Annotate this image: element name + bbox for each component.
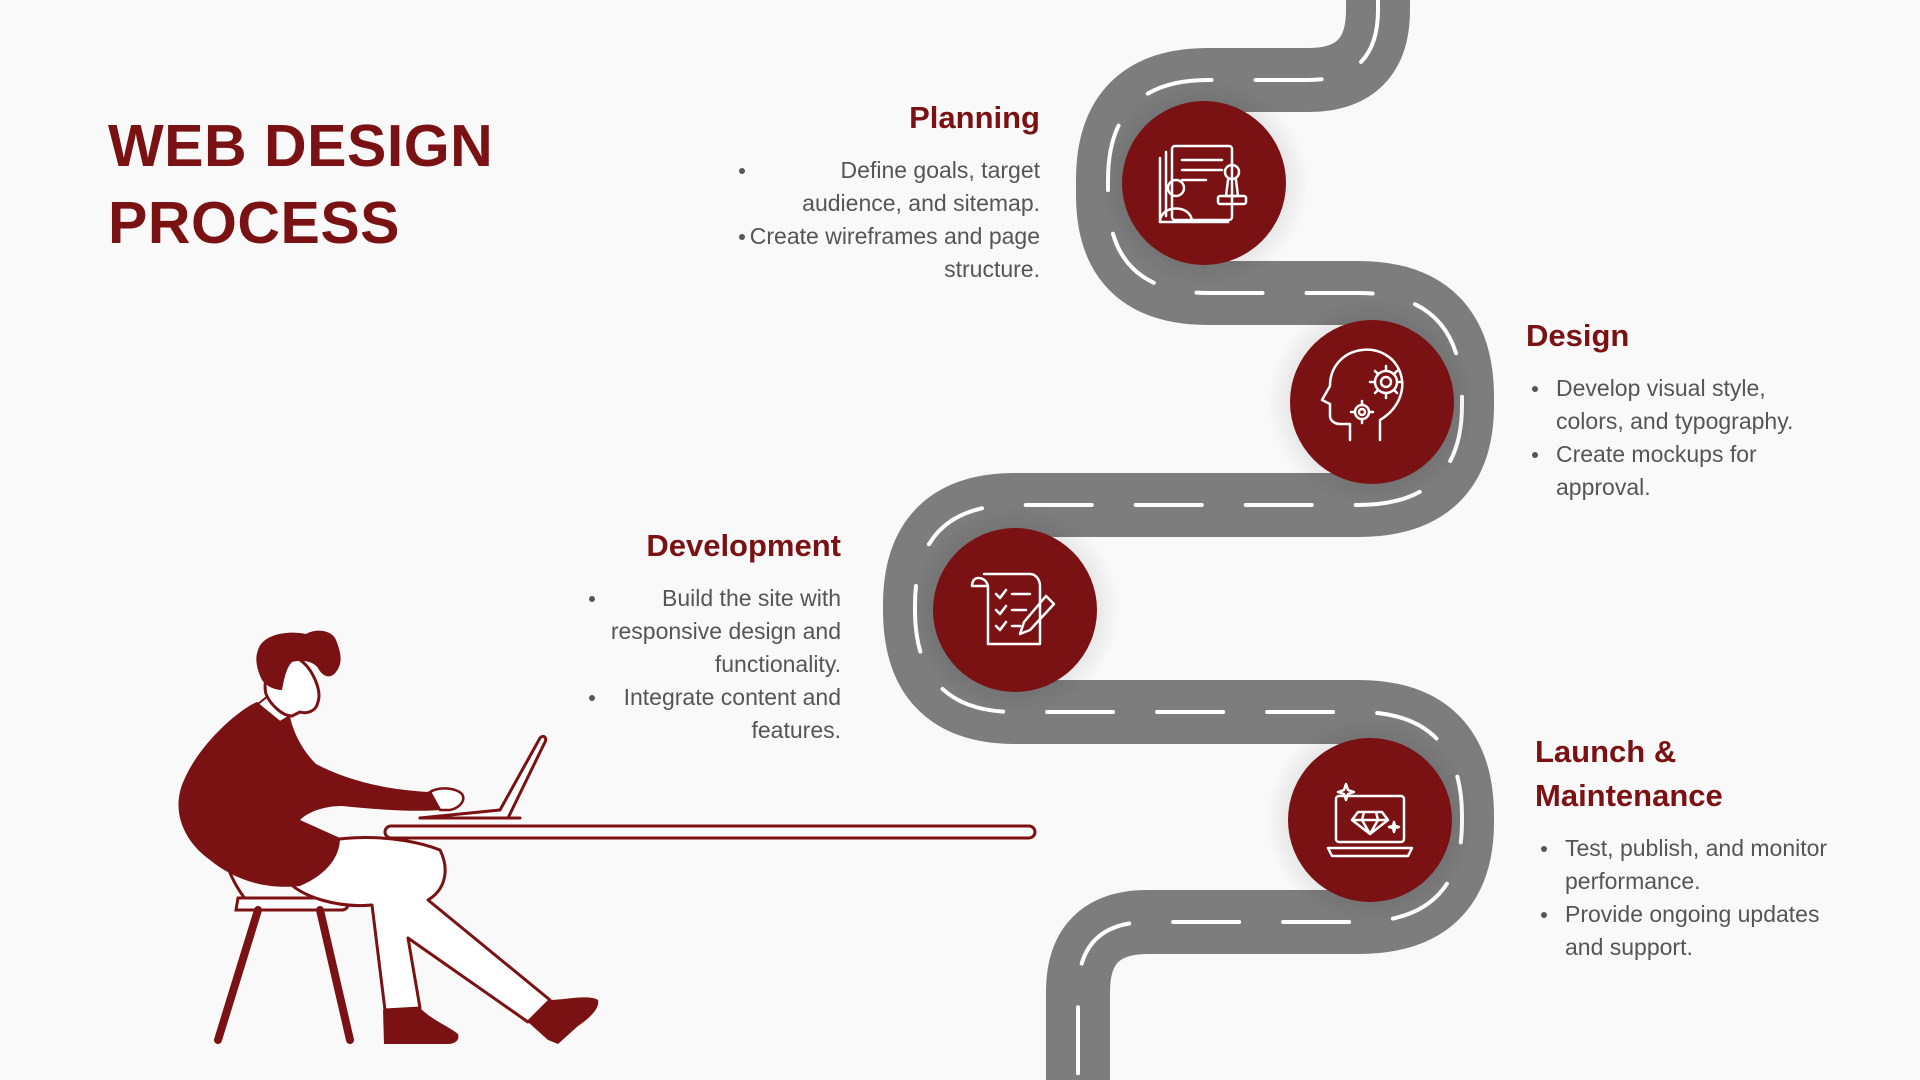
step-marker-development — [911, 506, 1119, 714]
title-line-1: WEB DESIGN — [108, 113, 494, 179]
checklist-with-pencil-icon — [970, 572, 1056, 646]
step-marker-planning — [1100, 79, 1308, 287]
list-item: Create wireframes and page structure. — [739, 220, 1040, 286]
title-line-2: PROCESS — [108, 190, 401, 256]
list-item: Test, publish, and monitor performance. — [1535, 832, 1855, 898]
step-bullets: Build the site with responsive design an… — [576, 582, 841, 747]
step-bullets: Test, publish, and monitor performance. … — [1535, 832, 1855, 964]
planning-document-person-icon — [1158, 144, 1248, 224]
page-title: WEB DESIGN PROCESS — [108, 108, 708, 262]
step-marker-launch — [1266, 716, 1474, 924]
head-with-gears-icon — [1320, 348, 1404, 442]
list-item: Define goals, target audience, and sitem… — [739, 154, 1040, 220]
step-development: Development Build the site with responsi… — [576, 524, 841, 747]
list-item: Develop visual style, colors, and typogr… — [1526, 372, 1826, 438]
list-item: Integrate content and features. — [576, 681, 841, 747]
step-design: Design Develop visual style, colors, and… — [1526, 314, 1826, 504]
list-item: Build the site with responsive design an… — [576, 582, 841, 681]
step-launch-maintenance: Launch & Maintenance Test, publish, and … — [1535, 730, 1855, 964]
step-planning: Planning Define goals, target audience, … — [739, 96, 1040, 286]
step-title: Development — [646, 528, 841, 563]
step-title: Launch & Maintenance — [1535, 734, 1723, 813]
step-title: Planning — [909, 100, 1040, 135]
list-item: Provide ongoing updates and support. — [1535, 898, 1855, 964]
step-marker-design — [1268, 298, 1476, 506]
desk — [383, 824, 1037, 840]
step-bullets: Define goals, target audience, and sitem… — [739, 154, 1040, 286]
person-with-laptop — [178, 630, 599, 1044]
step-title: Design — [1526, 318, 1630, 353]
laptop-with-diamond-icon — [1326, 782, 1414, 858]
list-item: Create mockups for approval. — [1526, 438, 1826, 504]
step-bullets: Develop visual style, colors, and typogr… — [1526, 372, 1826, 504]
